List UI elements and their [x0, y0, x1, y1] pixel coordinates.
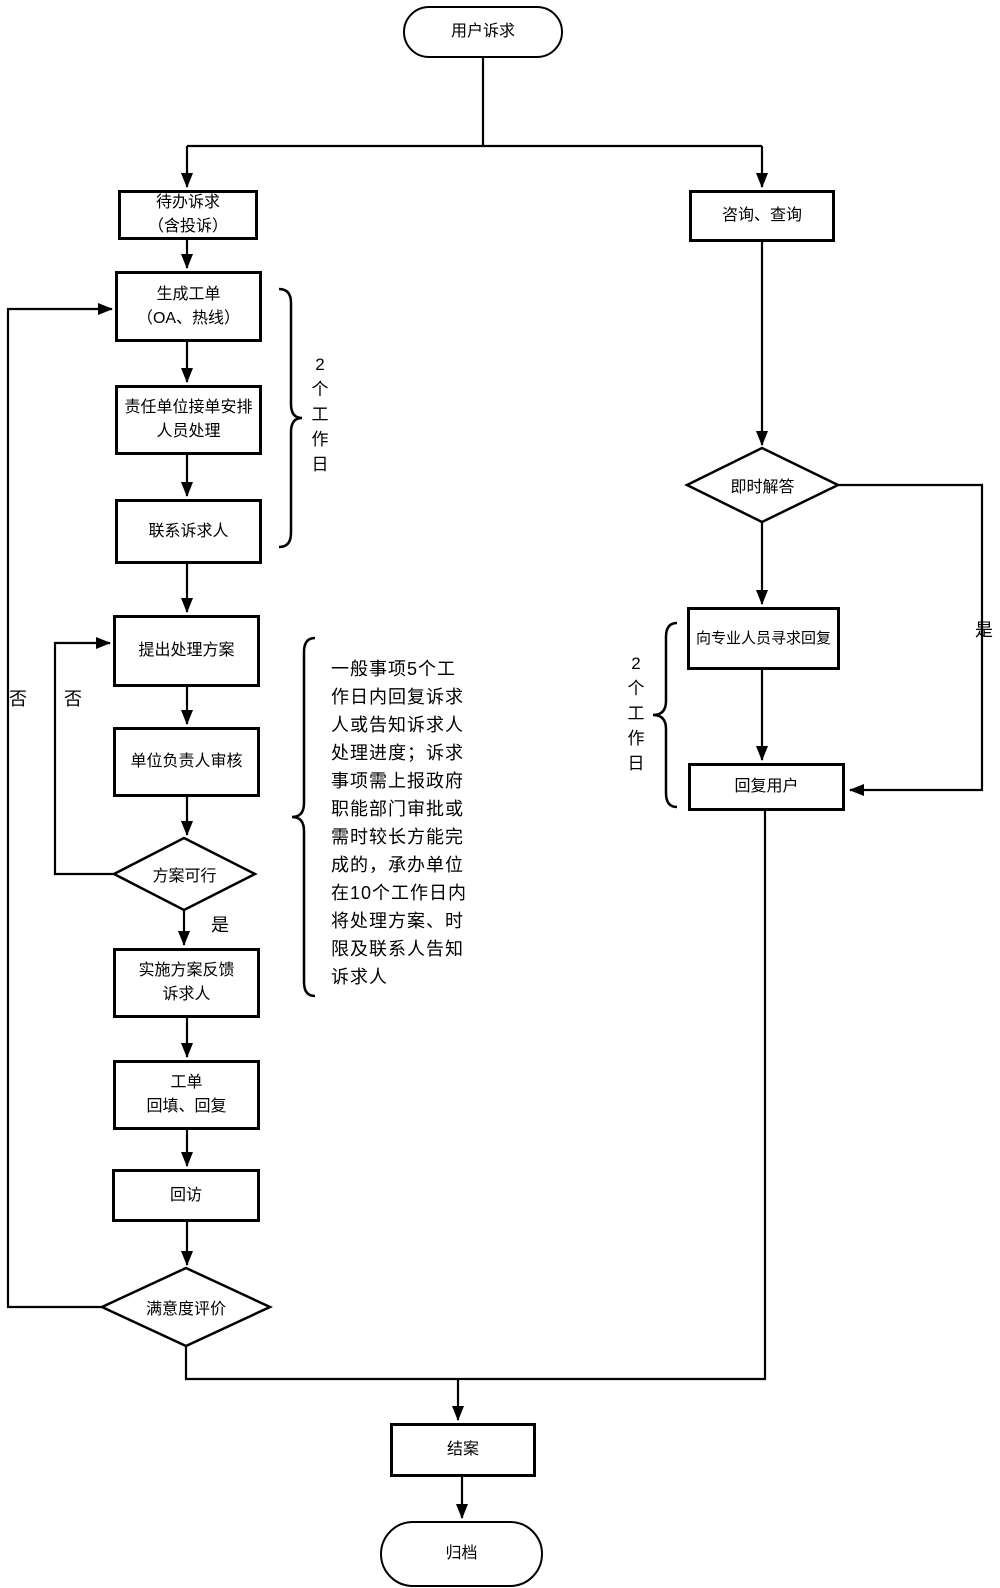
- annotation-processing-rules: 一般事项5个工 作日内回复诉求 人或告知诉求人 处理进度；诉求 事项需上报政府 …: [331, 659, 468, 987]
- decision-instant-shape: [684, 446, 841, 524]
- node-close-case: 结案: [390, 1423, 536, 1477]
- node-propose-solution: 提出处理方案: [113, 615, 260, 687]
- brace-workdays-right: [652, 621, 678, 809]
- brace-workdays-left: [278, 287, 303, 549]
- edge-satisfaction-no-loop: [6, 303, 113, 1309]
- annotation-workdays-left: 2 个 工 作 日: [311, 355, 329, 474]
- node-archive-terminator: 归档: [380, 1521, 543, 1587]
- decision-feasible-shape: [111, 836, 258, 912]
- node-ticket-fill-reply: 工单 回填、回复: [113, 1060, 260, 1130]
- brace-note: [291, 636, 316, 998]
- node-assign-handler: 责任单位接单安排 人员处理: [115, 385, 262, 455]
- node-contact-requester: 联系诉求人: [115, 499, 262, 564]
- decision-satisfaction-label: 满意度评价: [145, 1301, 226, 1318]
- decision-feasible-label: 方案可行: [152, 868, 217, 885]
- node-start-terminator: 用户诉求: [403, 6, 563, 58]
- edge-instant-yes-reply: [838, 483, 984, 796]
- node-revisit: 回访: [112, 1169, 260, 1222]
- annotation-workdays-right: 2 个 工 作 日: [627, 654, 645, 773]
- edge-feasible-no-loop: [53, 637, 114, 876]
- node-generate-work-order: 生成工单 （OA、热线）: [115, 271, 262, 342]
- node-leader-review: 单位负责人审核: [113, 727, 260, 797]
- node-consult-query: 咨询、查询: [689, 190, 835, 242]
- node-seek-professional-reply: 向专业人员寻求回复: [687, 607, 840, 670]
- node-implement-feedback: 实施方案反馈 诉求人: [113, 948, 260, 1018]
- decision-satisfaction-shape: [99, 1266, 273, 1348]
- label-yes-instant: 是: [975, 620, 993, 640]
- decision-instant-label: 即时解答: [730, 479, 795, 496]
- label-no-feasible: 否: [64, 689, 82, 709]
- label-yes-feasible: 是: [211, 915, 229, 935]
- edge-bottom-junction: [184, 811, 767, 1381]
- label-no-satisfaction: 否: [9, 689, 27, 709]
- node-reply-user: 回复用户: [688, 763, 845, 811]
- node-pending-request: 待办诉求 （含投诉）: [118, 190, 258, 240]
